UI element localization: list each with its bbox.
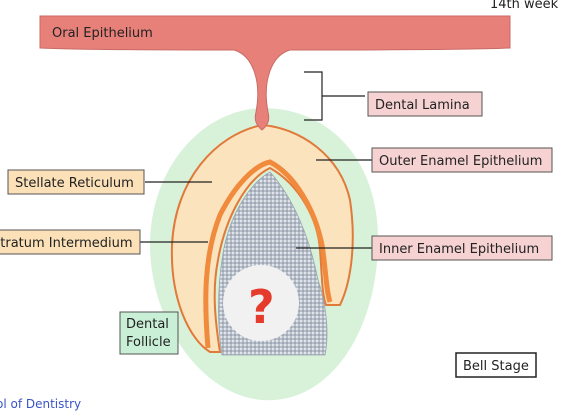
inner-enamel-epithelium-band: [203, 159, 333, 349]
question-mark: ?: [248, 280, 275, 334]
bell-stage-label: Bell Stage: [463, 359, 529, 374]
dental-lamina-bracket: [304, 71, 365, 121]
outer-enamel-epithelium-label: Outer Enamel Epithelium: [379, 154, 542, 169]
stellate-reticulum-box: [7, 169, 145, 195]
stratum-intermedium-label: Stratum Intermedium: [0, 236, 133, 251]
footer-text-fragment: ol of Dentistry: [0, 397, 81, 411]
bell-stage-box: [455, 352, 537, 378]
inner-enamel-epithelium-box: [371, 235, 553, 261]
stratum-intermedium-box: [0, 229, 141, 255]
dental-lamina-label: Dental Lamina: [375, 98, 470, 113]
dental-follicle-label-line1: Dental: [126, 317, 169, 332]
dental-follicle-box: [119, 311, 179, 355]
dental-lamina-box: [367, 91, 483, 117]
oral-epithelium: [39, 15, 511, 131]
enamel-organ: [170, 123, 354, 353]
week-label: 14th week: [490, 0, 559, 12]
question-circle: [223, 265, 299, 341]
stellate-reticulum-label: Stellate Reticulum: [15, 176, 134, 191]
outer-enamel-epithelium-box: [371, 147, 553, 173]
inner-enamel-epithelium-label: Inner Enamel Epithelium: [379, 242, 539, 257]
oral-epithelium-label: Oral Epithelium: [52, 26, 153, 41]
dental-follicle-label-line2: Follicle: [126, 335, 171, 350]
